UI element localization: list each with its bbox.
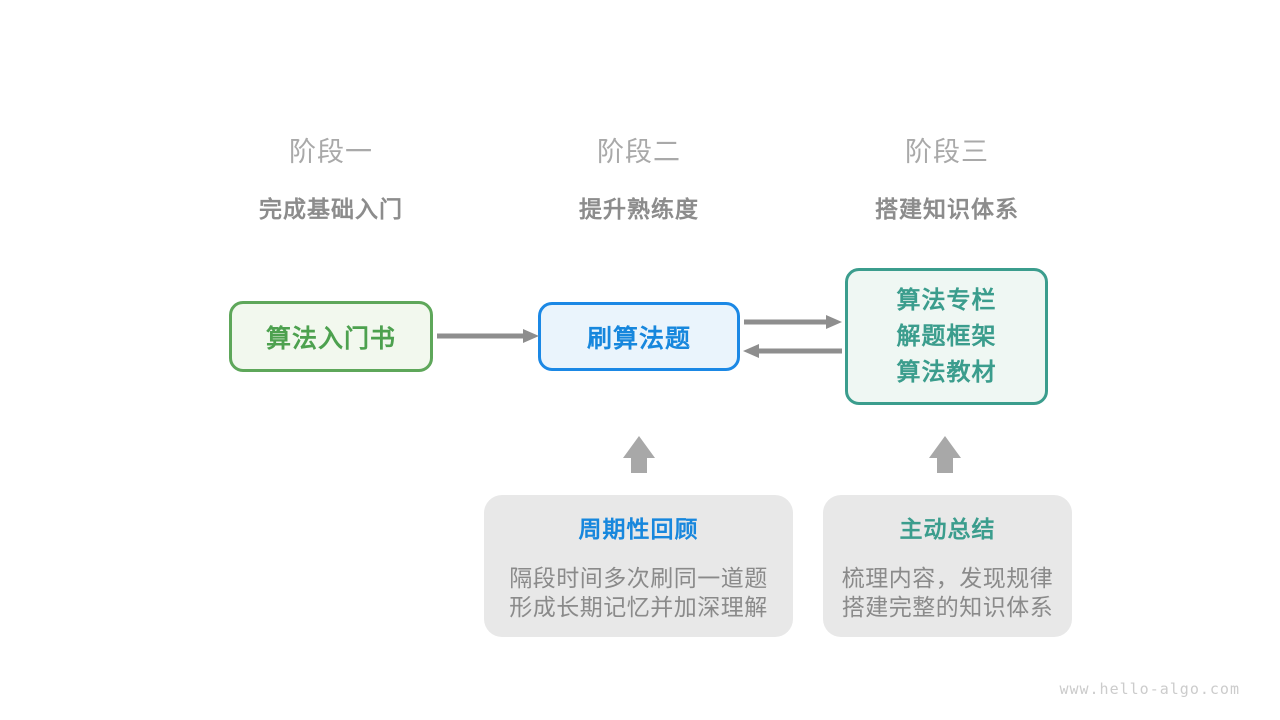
resource-line: 算法教材 [896, 358, 997, 386]
node-intro-book: 算法入门书 [229, 301, 433, 372]
callout-body-line: 形成长期记忆并加深理解 [509, 594, 768, 620]
stage-3-label: 阶段三 [905, 137, 989, 167]
node-practice-problems: 刷算法题 [538, 302, 740, 371]
watermark: www.hello-algo.com [1059, 680, 1240, 698]
stage-3-subtitle: 搭建知识体系 [875, 196, 1019, 222]
callout-body-line: 梳理内容，发现规律 [841, 565, 1054, 591]
block-arrow-up-icon [929, 436, 961, 473]
stage-1-header: 阶段一 完成基础入门 [181, 130, 481, 224]
arrow-right-icon [437, 329, 539, 343]
block-arrow-up-icon [623, 436, 655, 473]
stage-1-label: 阶段一 [289, 137, 373, 167]
callout-active-summary: 主动总结 梳理内容，发现规律 搭建完整的知识体系 [823, 495, 1072, 637]
stage-2-label: 阶段二 [597, 137, 681, 167]
callout-body-line: 搭建完整的知识体系 [841, 594, 1054, 620]
arrow-right-icon [744, 315, 842, 329]
callout-active-summary-body: 梳理内容，发现规律 搭建完整的知识体系 [842, 564, 1054, 622]
node-knowledge-resources: 算法专栏 解题框架 算法教材 [845, 268, 1048, 405]
stage-2-header: 阶段二 提升熟练度 [489, 130, 789, 224]
stage-2-subtitle: 提升熟练度 [579, 196, 699, 222]
arrow-left-icon [743, 344, 842, 358]
callout-body-line: 隔段时间多次刷同一道题 [509, 565, 768, 591]
callout-periodic-review-body: 隔段时间多次刷同一道题 形成长期记忆并加深理解 [509, 564, 768, 622]
callout-active-summary-title: 主动总结 [899, 516, 996, 542]
callout-periodic-review-title: 周期性回顾 [578, 516, 699, 542]
resource-line: 解题框架 [896, 322, 997, 350]
stage-1-subtitle: 完成基础入门 [259, 196, 403, 222]
stage-3-header: 阶段三 搭建知识体系 [797, 130, 1097, 224]
resource-line: 算法专栏 [896, 286, 997, 314]
callout-periodic-review: 周期性回顾 隔段时间多次刷同一道题 形成长期记忆并加深理解 [484, 495, 793, 637]
